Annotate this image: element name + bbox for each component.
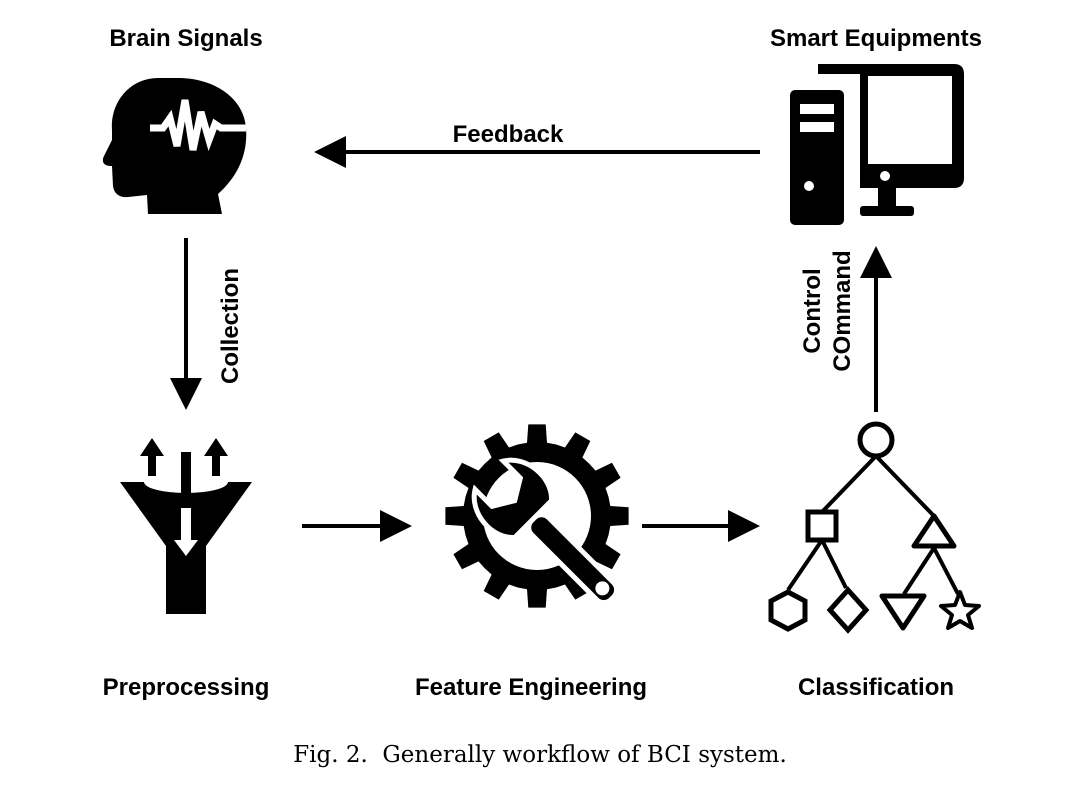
control-command-label-line1: Control [799, 268, 826, 353]
funnel-filter-icon [120, 438, 252, 614]
classification-label: Classification [798, 674, 954, 701]
brain-signals-label: Brain Signals [109, 25, 262, 52]
feature-engineering-label: Feature Engineering [415, 674, 647, 701]
control-command-label-line2: COmmand [829, 250, 856, 371]
desktop-computer-icon [790, 64, 964, 225]
figure-caption: Fig. 2. Generally workflow of BCI system… [293, 742, 787, 768]
preprocessing-label: Preprocessing [103, 674, 270, 701]
gear-wrench-icon [445, 424, 629, 608]
decision-tree-icon [768, 421, 981, 634]
collection-label: Collection [217, 268, 244, 384]
feedback-label: Feedback [453, 121, 564, 148]
head-brainwave-icon [102, 78, 247, 214]
smart-equipments-label: Smart Equipments [770, 25, 982, 52]
